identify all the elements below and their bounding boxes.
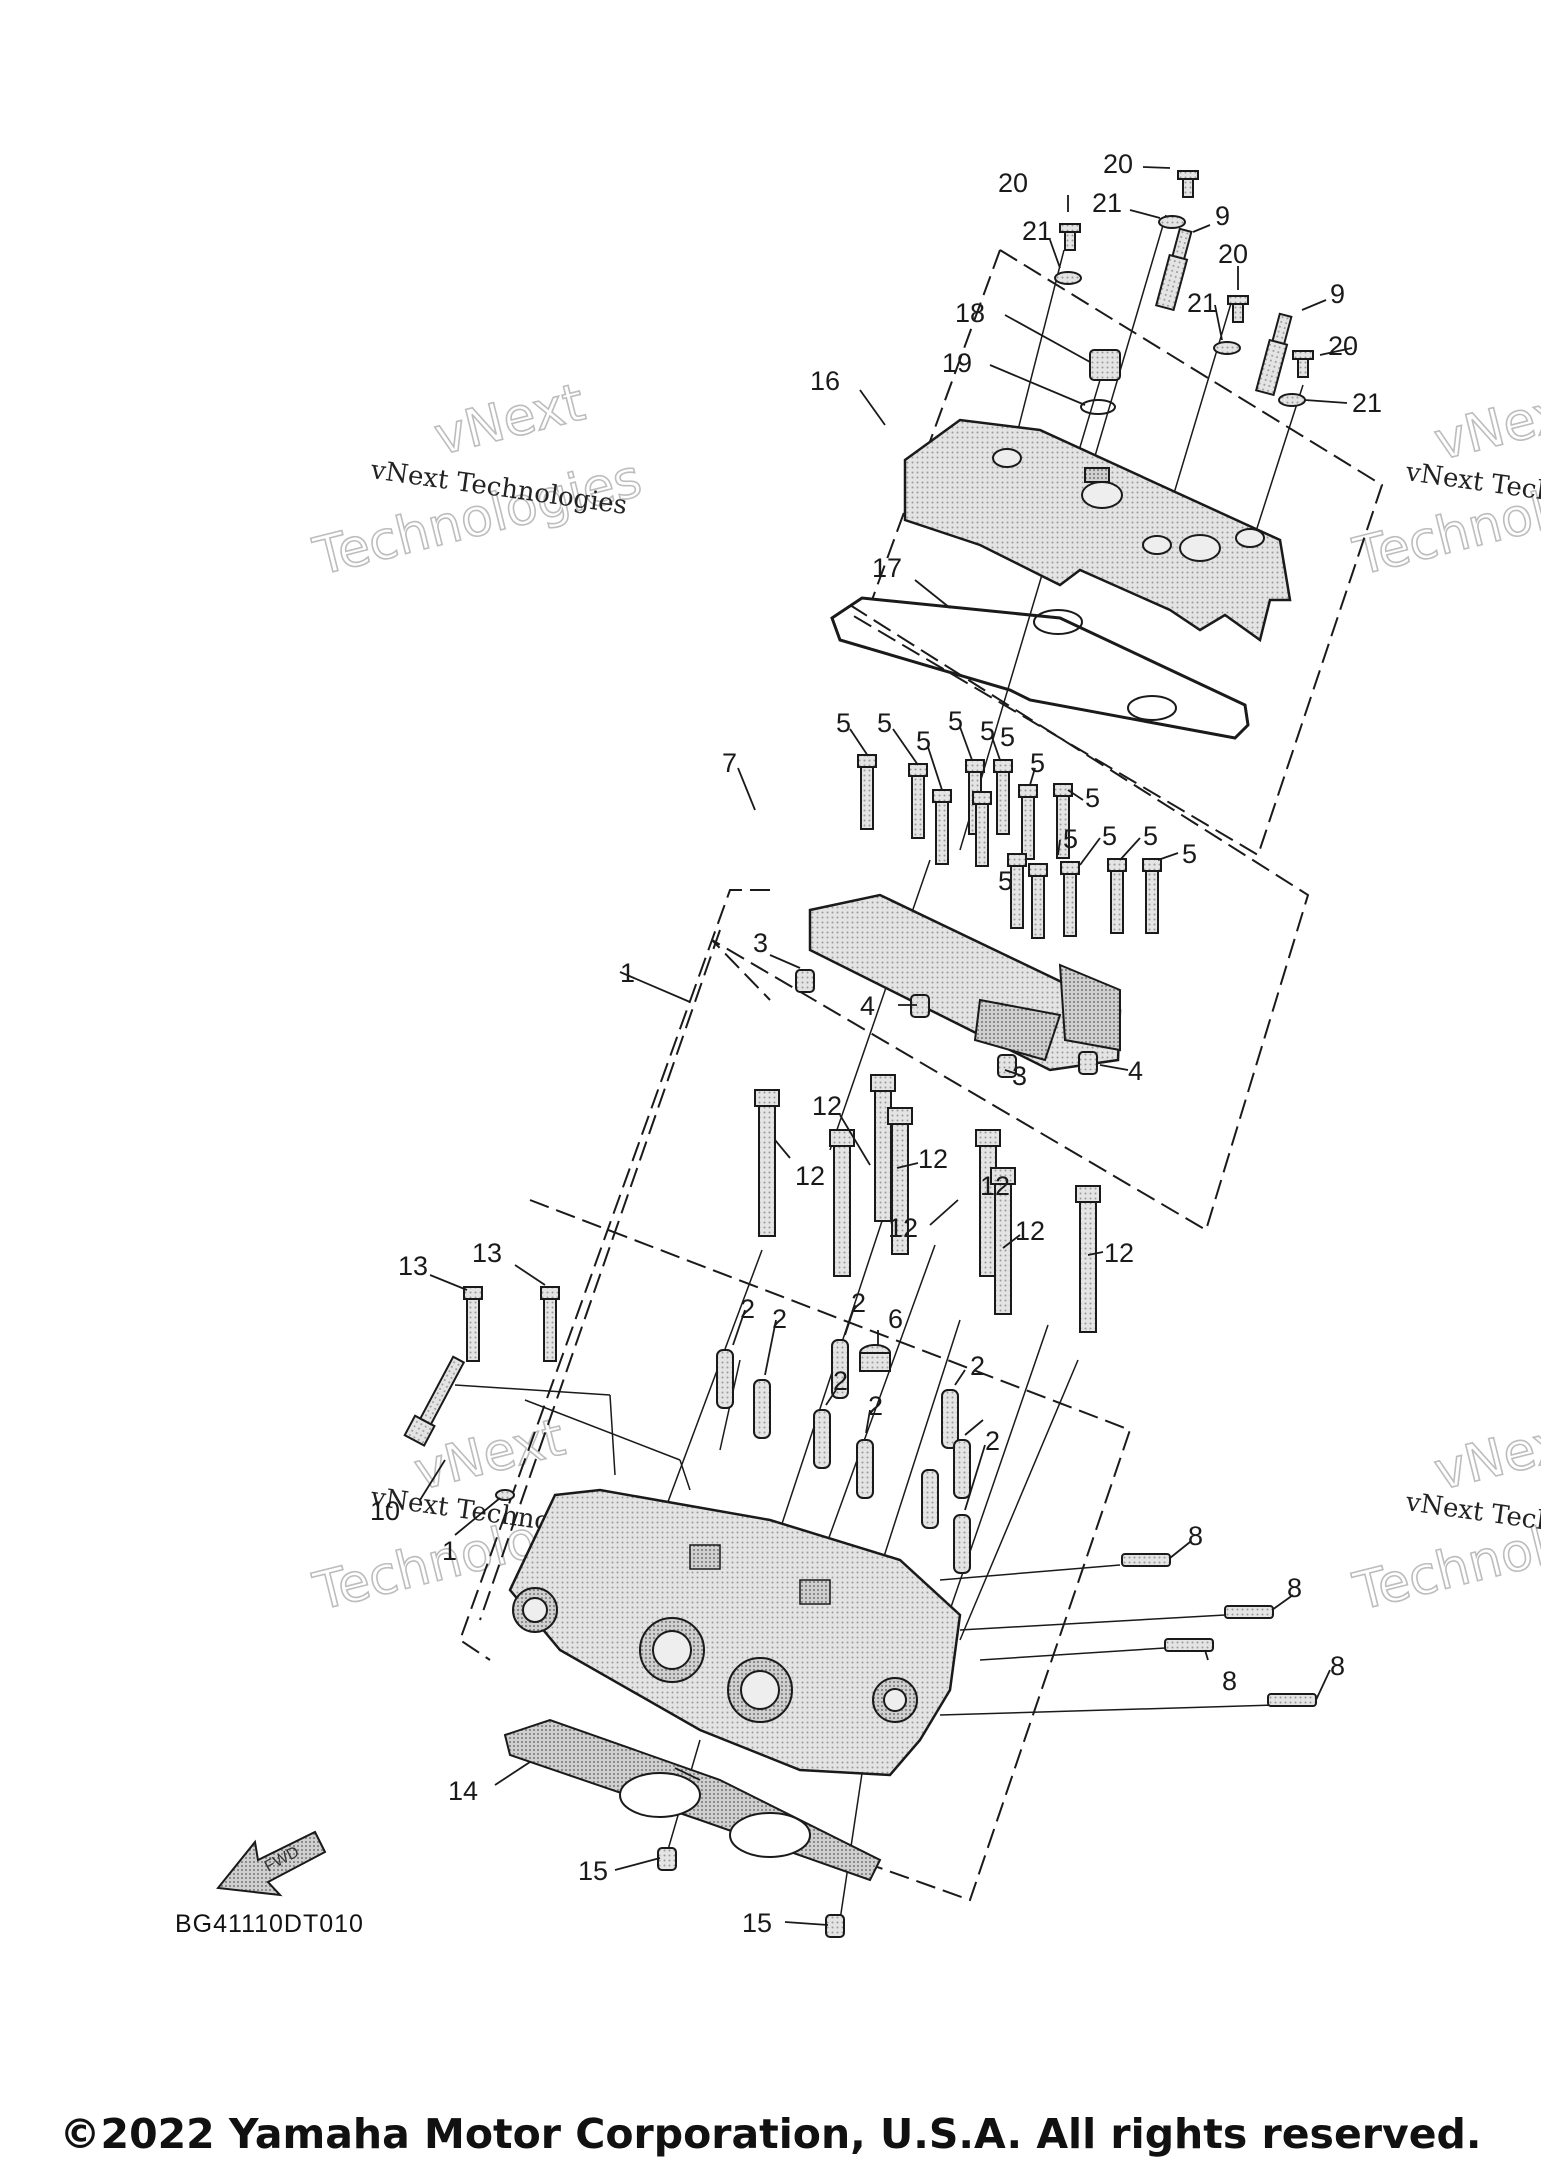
callout-10: 10: [370, 1496, 400, 1526]
callout-8b: 8: [1287, 1573, 1302, 1603]
callout-5j: 5: [1102, 821, 1117, 851]
copyright-notice: ©2022 Yamaha Motor Corporation, U.S.A. A…: [59, 2110, 1482, 2158]
callout-14: 14: [448, 1776, 478, 1806]
callout-2d: 2: [833, 1366, 848, 1396]
frame-head-assembly: [458, 889, 770, 1661]
callout-20c: 20: [1218, 239, 1248, 269]
part-10-bolt: [403, 1355, 466, 1447]
watermark-big-4a: vNext: [1429, 1408, 1541, 1503]
callout-15b: 15: [742, 1908, 772, 1938]
frame-head-left: [479, 929, 721, 1621]
callout-12d: 12: [888, 1213, 918, 1243]
callout-17: 17: [872, 553, 902, 583]
callout-1b: 1: [442, 1536, 457, 1566]
cylinder-head-part: [508, 1488, 962, 1777]
callout-12a: 12: [812, 1091, 842, 1121]
oil-filler-cap-part: [1080, 349, 1121, 415]
callout-5h: 5: [998, 866, 1013, 896]
callout-4b: 4: [1128, 1056, 1143, 1086]
side-bolts-13: [463, 1286, 560, 1362]
callout-5e: 5: [980, 716, 995, 746]
callout-13a: 13: [398, 1251, 428, 1281]
valve-guides: [716, 1339, 971, 1574]
callout-3b: 3: [1012, 1061, 1027, 1091]
callout-12b: 12: [795, 1161, 825, 1191]
callout-4a: 4: [860, 991, 875, 1021]
spark-plug-parts: [1154, 227, 1293, 397]
callout-12g: 12: [980, 1171, 1010, 1201]
callout-21d: 21: [1352, 388, 1382, 418]
callout-16: 16: [810, 366, 840, 396]
callout-18: 18: [955, 298, 985, 328]
callout-2e: 2: [868, 1391, 883, 1421]
callout-21b: 21: [1022, 216, 1052, 246]
callout-5l: 5: [1182, 839, 1197, 869]
fwd-arrow-icon: FWD: [216, 1830, 327, 1897]
callout-20a: 20: [1103, 149, 1133, 179]
callout-5f: 5: [1030, 748, 1045, 778]
callout-2a: 2: [740, 1294, 755, 1324]
callout-9a: 9: [1215, 201, 1230, 231]
callout-5d: 5: [948, 706, 963, 736]
callout-3a: 3: [753, 928, 768, 958]
callout-8a: 8: [1188, 1521, 1203, 1551]
callout-5b: 5: [877, 708, 892, 738]
callout-5m: 5: [1000, 722, 1015, 752]
callout-5c: 5: [916, 726, 931, 756]
camshaft-cap-parts: [808, 893, 1122, 1072]
leader-lines: [419, 166, 1353, 1926]
callout-13b: 13: [472, 1238, 502, 1268]
callout-19: 19: [942, 348, 972, 378]
valve-cover-part: [903, 418, 1292, 643]
callout-12c: 12: [918, 1144, 948, 1174]
callout-8d: 8: [1330, 1651, 1345, 1681]
callout-2b: 2: [772, 1304, 787, 1334]
frame-valve-cover-left: [871, 249, 1001, 601]
callout-5g: 5: [1085, 783, 1100, 813]
callout-5a: 5: [836, 708, 851, 738]
callout-15a: 15: [578, 1856, 608, 1886]
diagram-code: BG41110DT010: [175, 1910, 364, 1938]
head-gasket-part: [503, 1718, 882, 1882]
callout-20d: 20: [1328, 331, 1358, 361]
callout-2g: 2: [985, 1426, 1000, 1456]
frame-camshaft-caps: [711, 604, 1310, 1232]
valve-cover-gasket-part: [830, 596, 1250, 740]
callout-20b: 20: [998, 168, 1028, 198]
callout-5i: 5: [1063, 824, 1078, 854]
callout-6: 6: [888, 1304, 903, 1334]
watermark-big-2a: vNext: [1429, 378, 1541, 473]
callout-1a: 1: [620, 958, 635, 988]
callout-21a: 21: [1092, 188, 1122, 218]
callout-5k: 5: [1143, 821, 1158, 851]
callout-9b: 9: [1330, 279, 1345, 309]
watermark-big-1a: vNext: [429, 373, 591, 468]
cover-bolts-and-washers: [1054, 170, 1314, 407]
callout-12e: 12: [1015, 1216, 1045, 1246]
callout-8c: 8: [1222, 1666, 1237, 1696]
callout-2f: 2: [970, 1351, 985, 1381]
callout-7: 7: [722, 748, 737, 778]
callout-2c: 2: [851, 1288, 866, 1318]
callout-21c: 21: [1187, 288, 1217, 318]
callout-labels: 20 20 21 21 9 20 21 9 20 21 18 19 16 17 …: [370, 149, 1382, 1938]
cylinder-head-bolts: [754, 1074, 1101, 1333]
callout-12f: 12: [1104, 1238, 1134, 1268]
